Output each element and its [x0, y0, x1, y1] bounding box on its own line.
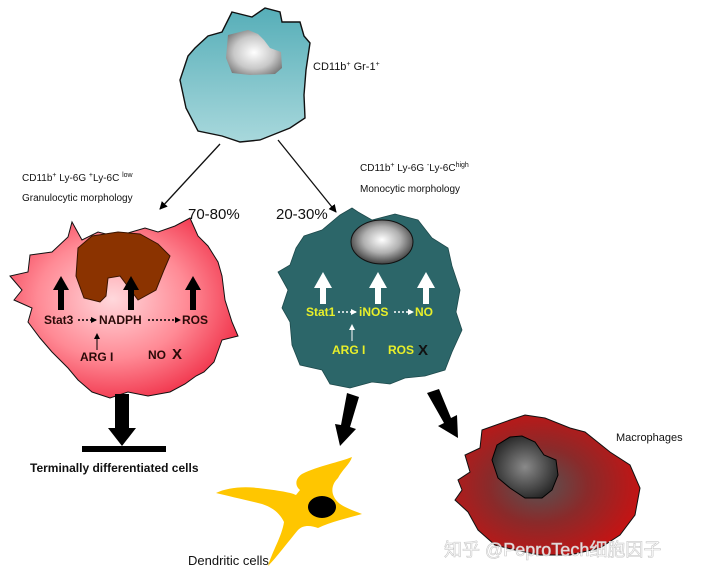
arrow-to-monocytic	[277, 139, 337, 213]
macrophage-label: Macrophages	[616, 432, 683, 444]
monocytic-marker-label: CD11b+ Ly-6G -Ly-6Chigh	[360, 162, 469, 174]
block-arrow-to-macrophage	[427, 389, 458, 438]
pathway-stat3: Stat3	[44, 313, 74, 327]
pathway-stat1: Stat1	[306, 305, 336, 319]
dendritic-cell-body	[216, 457, 362, 566]
monocytic-absent: ROS	[388, 343, 414, 357]
granulocytic-morphology-label: Granulocytic morphology	[22, 193, 133, 204]
progenitor-cell-body	[179, 7, 311, 143]
granulocytic-nucleus	[75, 231, 171, 303]
monocytic-absent-x-icon: X	[418, 342, 428, 359]
terminal-outcome-label: Terminally differentiated cells	[30, 461, 199, 475]
granulocytic-absent: NO	[148, 348, 166, 362]
granulocytic-absent-x-icon: X	[172, 346, 182, 363]
monocytic-morphology-label: Monocytic morphology	[360, 184, 460, 195]
monocytic-cell: Stat1 iNOS NO ARG I ROS X	[277, 207, 463, 389]
up-arrow-inos	[369, 272, 387, 304]
macrophage-cell	[454, 414, 641, 556]
macrophage-nucleus	[491, 435, 559, 499]
monocytic-nucleus	[350, 219, 414, 265]
dendritic-cell	[216, 457, 362, 566]
block-arrow-terminal	[82, 394, 166, 452]
dendritic-nucleus	[308, 496, 336, 518]
up-arrow-ros	[185, 276, 201, 310]
dendritic-label: Dendritic cells	[188, 553, 269, 568]
arrow-to-granulocytic	[159, 143, 221, 210]
monocytic-inducer: ARG I	[332, 343, 365, 357]
up-arrow-stat3	[53, 276, 69, 310]
pathway-inos: iNOS	[359, 305, 388, 319]
pathway-nadph: NADPH	[99, 313, 142, 327]
pathway-ros: ROS	[182, 313, 208, 327]
granulocytic-inducer: ARG I	[80, 350, 113, 364]
granulocytic-marker-label: CD11b+ Ly-6G +Ly-6C low	[22, 172, 134, 184]
up-arrow-nadph	[123, 276, 139, 310]
block-arrow-to-dendritic	[335, 393, 359, 446]
progenitor-nucleus	[226, 30, 282, 75]
progenitor-label: CD11b+ Gr-1+	[313, 61, 380, 73]
monocytic-cell-body	[277, 207, 463, 389]
granulocytic-cell: Stat3 NADPH ROS ARG I NO X	[9, 217, 239, 399]
granulocytic-percent: 70-80%	[188, 206, 240, 223]
monocytic-percent: 20-30%	[276, 206, 328, 223]
pathway-no: NO	[415, 305, 433, 319]
progenitor-cell	[179, 7, 311, 143]
up-arrow-stat1	[314, 272, 332, 304]
up-arrow-no	[417, 272, 435, 304]
watermark-text: 知乎 @PeproTech细胞因子	[444, 540, 661, 560]
